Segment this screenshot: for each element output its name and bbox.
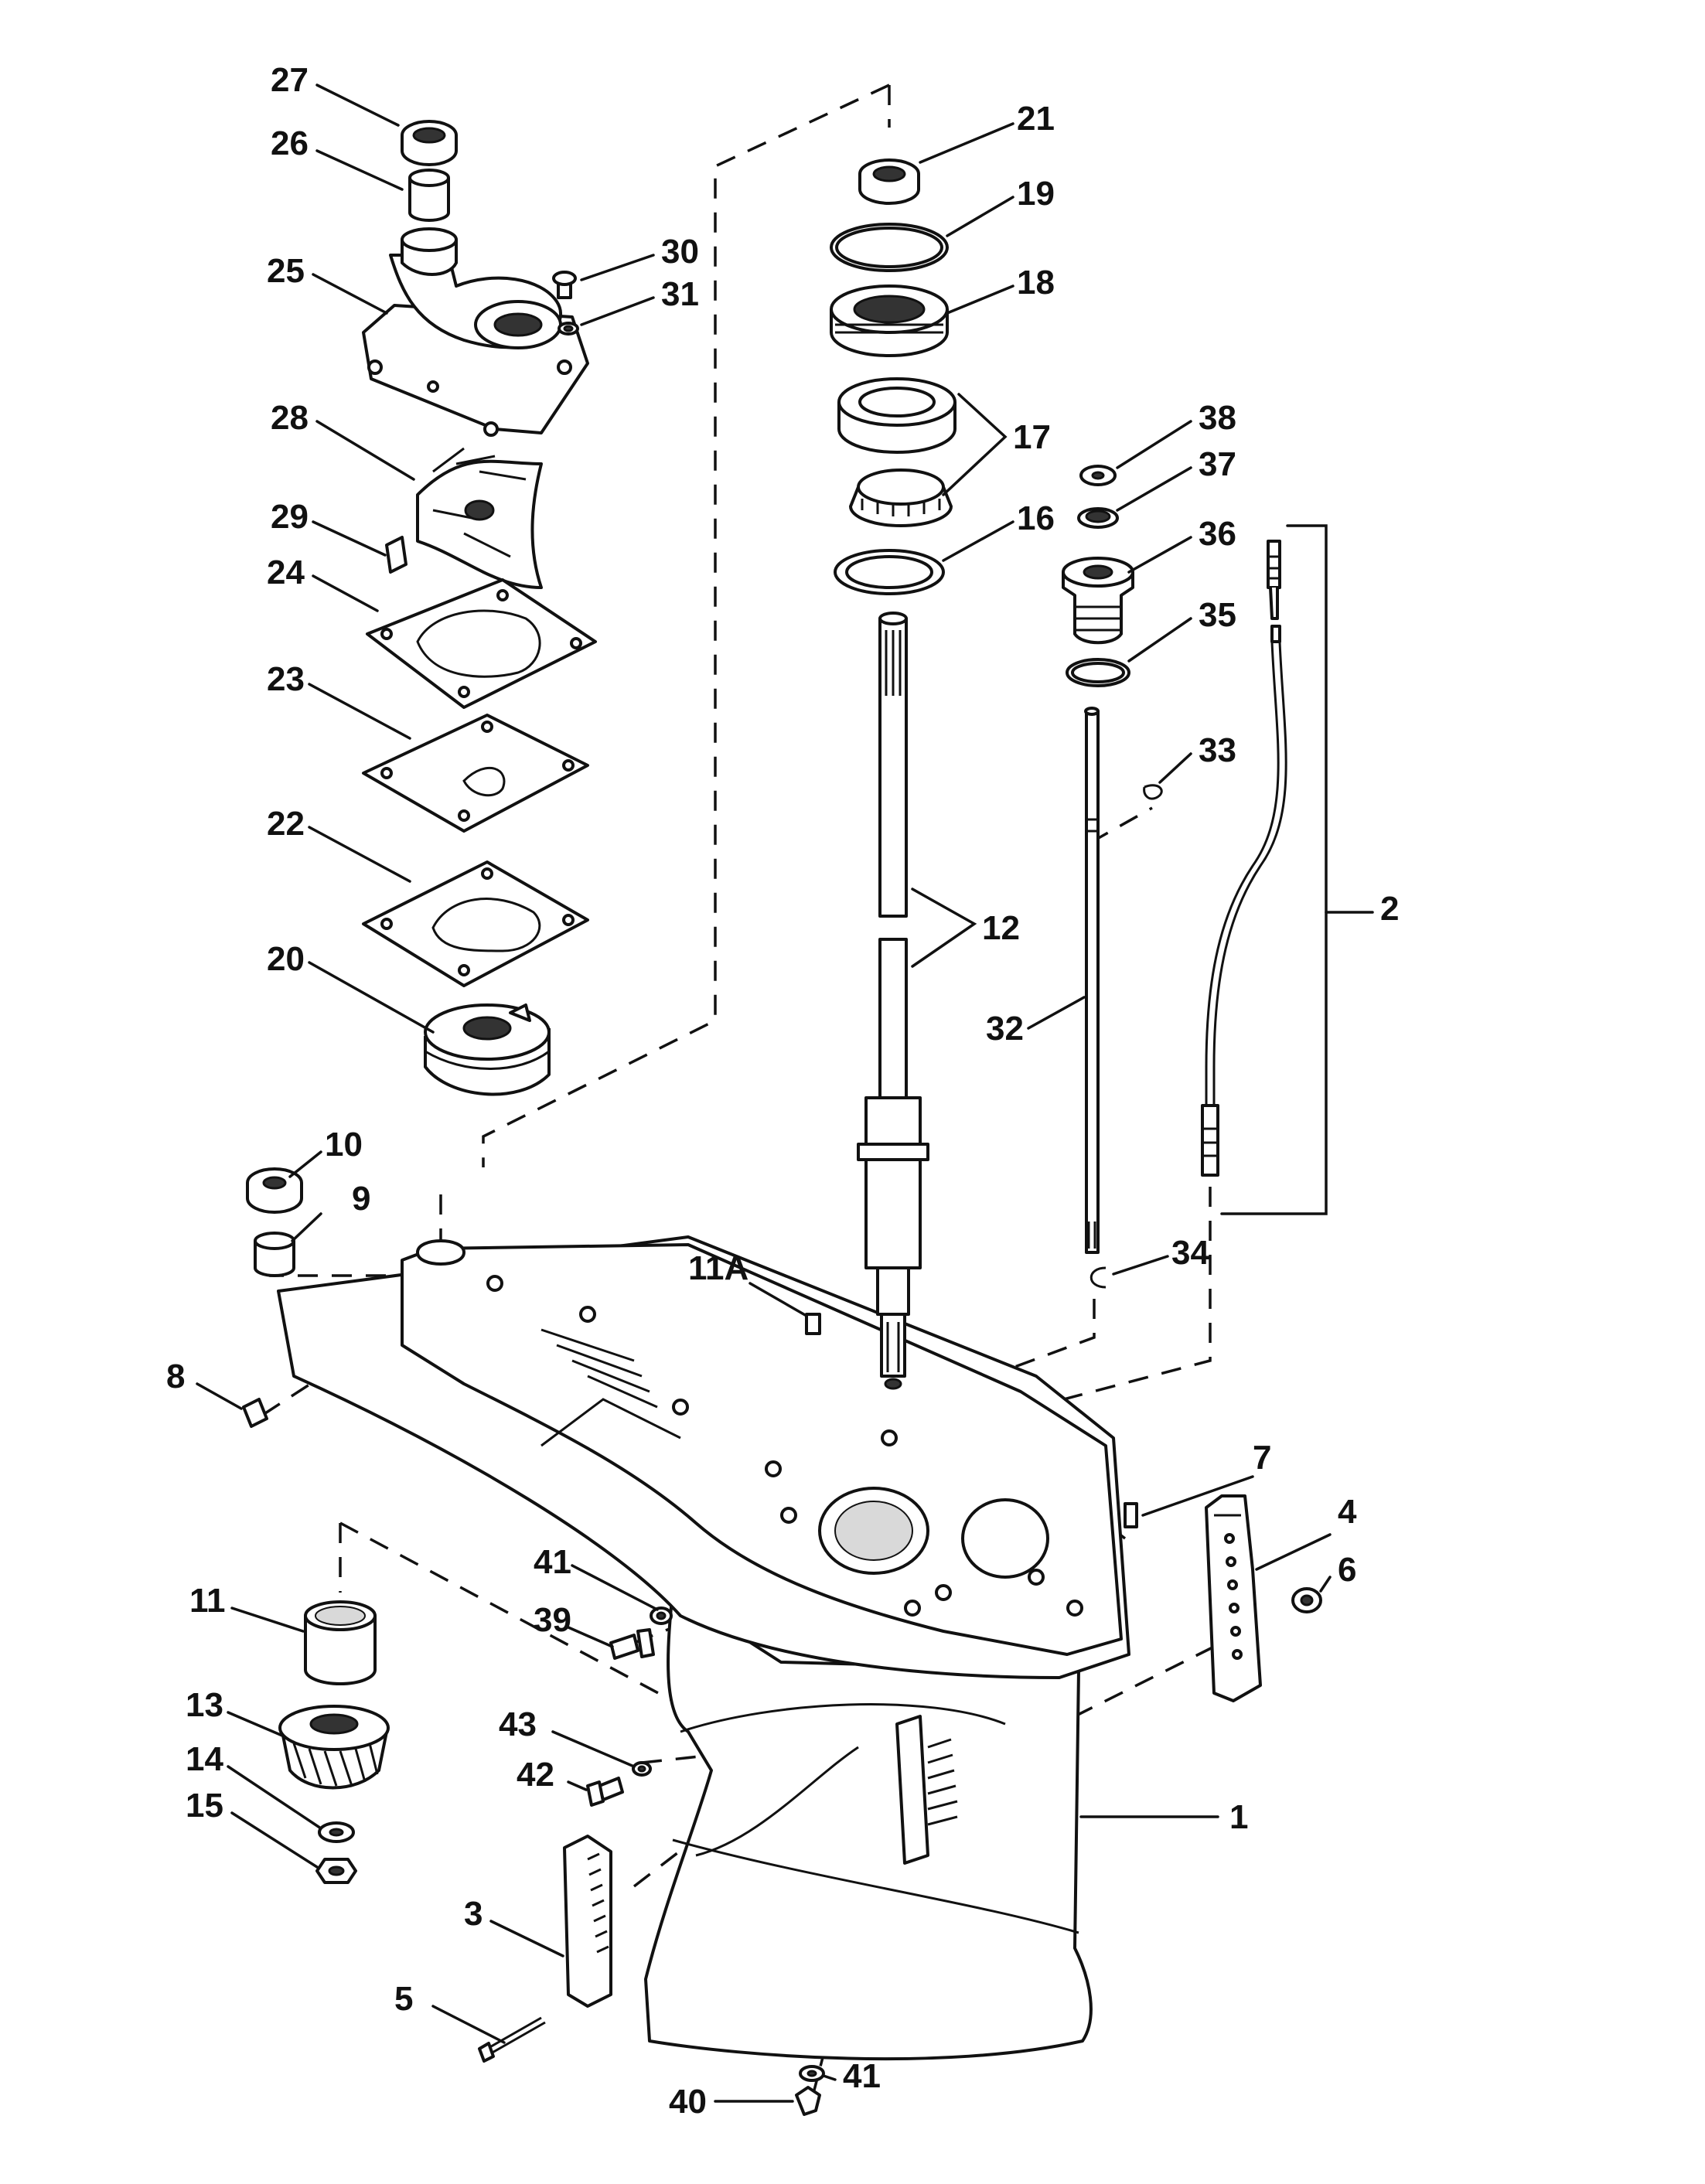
oil-seal-21	[858, 158, 920, 205]
label-17: 17	[1013, 418, 1051, 456]
label-26: 26	[271, 124, 309, 162]
label-32: 32	[986, 1010, 1024, 1048]
label-5: 5	[394, 1980, 413, 2018]
gear-housing	[277, 1235, 1130, 2061]
screw-5	[478, 2016, 546, 2063]
anode-3	[563, 1835, 612, 2008]
bearing-11	[304, 1600, 377, 1685]
label-14: 14	[186, 1740, 223, 1778]
bearing-cone-17	[849, 468, 953, 527]
label-12: 12	[982, 909, 1020, 947]
label-36: 36	[1199, 515, 1236, 553]
label-4: 4	[1338, 1493, 1357, 1531]
label-10: 10	[325, 1126, 363, 1164]
nut-15	[315, 1858, 357, 1884]
speedometer-tube-2	[1201, 540, 1287, 1177]
label-11: 11	[189, 1582, 226, 1620]
gasket-22	[362, 860, 589, 987]
pump-base-20	[424, 1003, 551, 1096]
label-15: 15	[186, 1787, 223, 1825]
label-28: 28	[271, 399, 309, 437]
label-43: 43	[499, 1705, 537, 1743]
bushing-36	[1062, 557, 1134, 645]
shift-shaft-32	[1084, 707, 1100, 1254]
water-intake-grille	[895, 1715, 958, 1865]
housing-bolt-holes	[486, 1275, 1083, 1617]
oil-seal-27	[401, 120, 458, 166]
o-ring-19	[830, 223, 949, 272]
trim-tab-4	[1205, 1494, 1262, 1702]
part-number-labels: 27 26 25 30 31 28 29 24 23 22 20 21 19 1…	[166, 61, 1399, 2121]
vent-plug-8	[242, 1398, 268, 1428]
o-ring-35	[1066, 658, 1130, 687]
label-9: 9	[352, 1180, 370, 1218]
shim-16	[834, 549, 945, 595]
label-3: 3	[464, 1895, 483, 1933]
screw-42	[586, 1777, 624, 1807]
retainer-18	[830, 284, 949, 357]
sleeve-11a	[805, 1313, 821, 1335]
label-39: 39	[534, 1601, 571, 1639]
washer-41-lower	[799, 2065, 825, 2082]
label-11a: 11A	[688, 1249, 748, 1287]
label-33: 33	[1199, 731, 1236, 769]
plug-7	[1124, 1502, 1138, 1528]
label-27: 27	[271, 61, 309, 99]
washer-14	[318, 1821, 355, 1843]
label-42: 42	[517, 1756, 554, 1794]
label-19: 19	[1017, 175, 1055, 213]
label-25: 25	[267, 252, 305, 290]
label-21: 21	[1017, 100, 1055, 138]
label-24: 24	[267, 554, 305, 591]
face-plate-23	[362, 714, 589, 833]
washer-41-upper	[650, 1606, 673, 1625]
label-41-lower: 41	[843, 2057, 881, 2095]
label-18: 18	[1017, 264, 1055, 302]
label-1: 1	[1229, 1798, 1248, 1836]
water-pump-housing-25	[362, 227, 589, 437]
drive-key-29	[385, 536, 407, 574]
label-8: 8	[166, 1358, 185, 1395]
label-40: 40	[669, 2083, 707, 2121]
washer-31	[558, 322, 579, 336]
label-23: 23	[267, 660, 305, 698]
washer-43	[632, 1761, 652, 1777]
leader-lines	[196, 83, 1374, 2103]
nut-6	[1291, 1587, 1322, 1613]
label-41-upper: 41	[534, 1543, 571, 1581]
label-13: 13	[186, 1686, 223, 1724]
retainer-33	[1143, 784, 1163, 800]
seal-10	[246, 1167, 303, 1214]
label-20: 20	[267, 940, 305, 978]
seal-37	[1077, 507, 1119, 529]
washer-38	[1079, 465, 1117, 486]
driveshaft-12	[857, 612, 929, 1390]
bushing-26	[408, 169, 450, 222]
label-37: 37	[1199, 445, 1236, 483]
label-31: 31	[661, 275, 699, 313]
label-6: 6	[1338, 1551, 1356, 1589]
screw-30	[552, 271, 577, 299]
label-35: 35	[1199, 596, 1236, 634]
label-22: 22	[267, 805, 305, 843]
label-16: 16	[1017, 499, 1055, 537]
screw-39	[609, 1628, 655, 1660]
bushing-9	[254, 1232, 295, 1277]
label-29: 29	[271, 498, 309, 536]
bearing-cup-17	[837, 377, 957, 454]
e-clip-34	[1089, 1266, 1107, 1289]
impeller-28	[416, 447, 543, 589]
label-34: 34	[1171, 1234, 1209, 1272]
screw-40	[795, 2086, 821, 2116]
label-7: 7	[1253, 1439, 1271, 1477]
label-38: 38	[1199, 399, 1236, 437]
label-30: 30	[661, 233, 699, 271]
pinion-gear-13	[278, 1705, 390, 1790]
label-2: 2	[1380, 890, 1399, 928]
gasket-24	[366, 578, 597, 709]
